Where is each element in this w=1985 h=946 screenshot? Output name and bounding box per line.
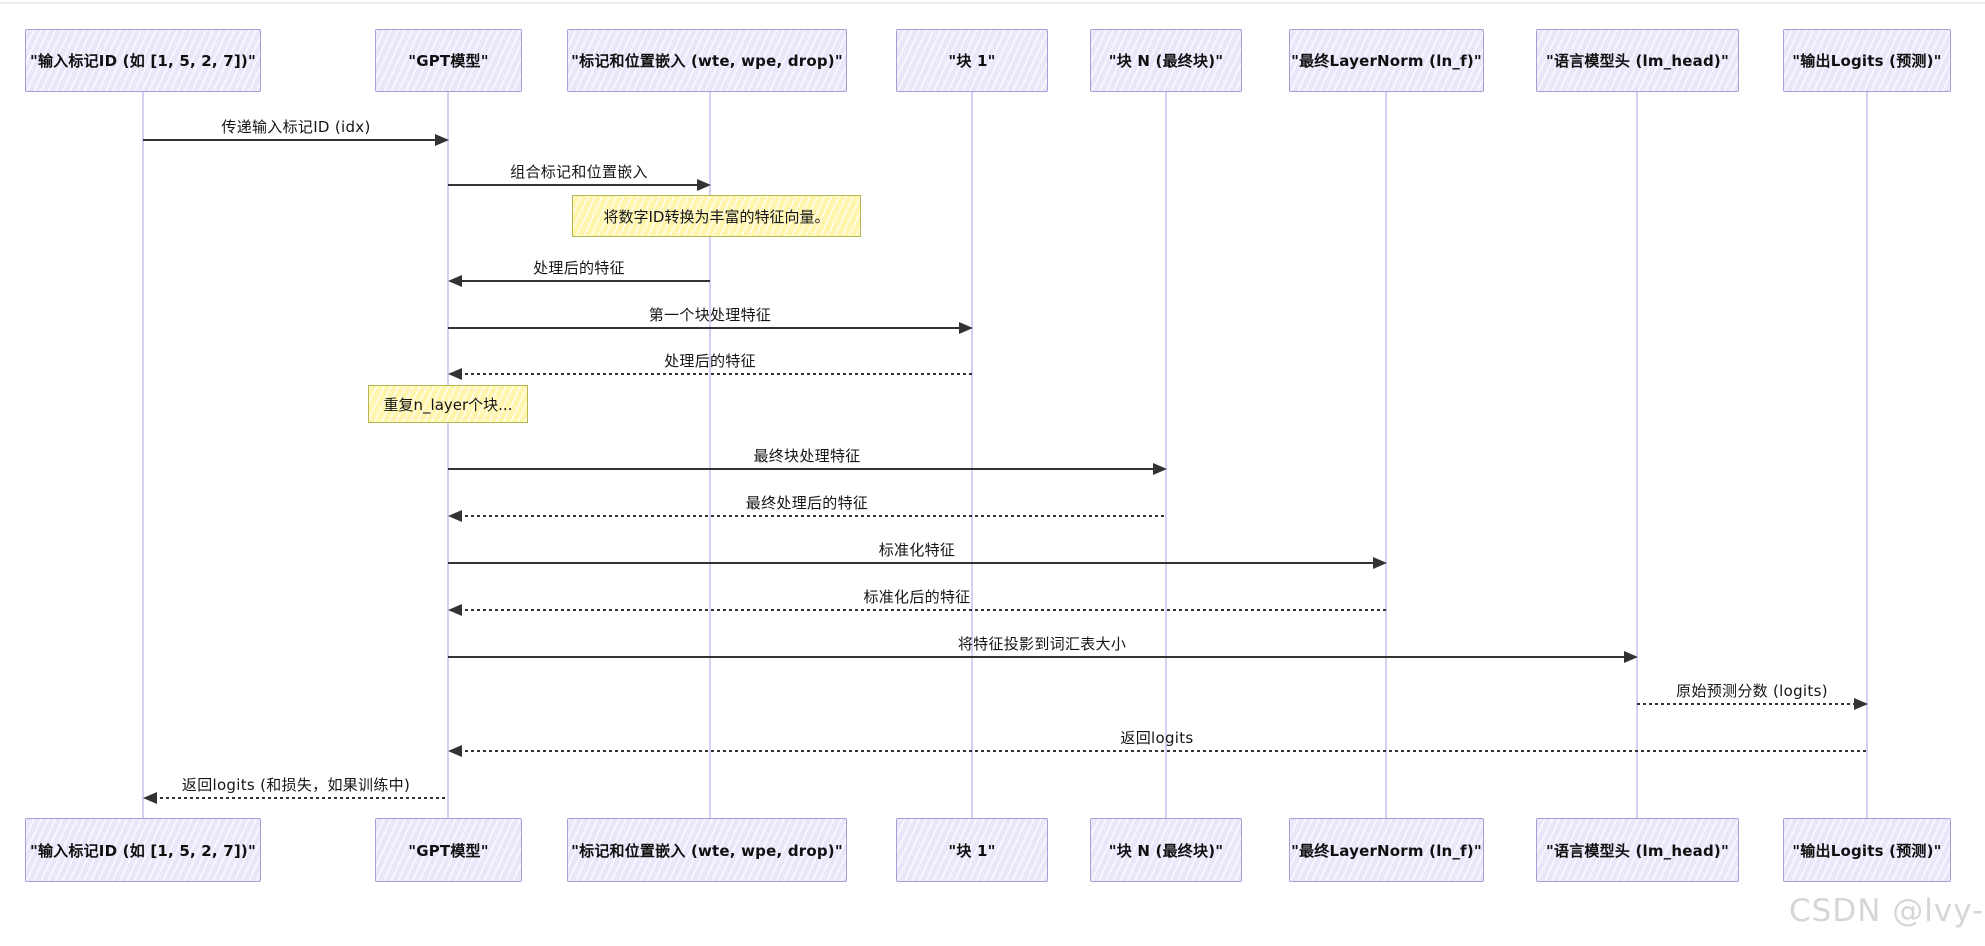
message-label: 标准化后的特征	[863, 588, 971, 606]
arrowhead-left-icon	[448, 604, 462, 616]
watermark: CSDN @lvy-	[1789, 893, 1985, 929]
top-divider	[0, 2, 1985, 4]
arrow-line-dashed	[459, 750, 1867, 752]
arrow-line	[448, 327, 961, 329]
message-label: 第一个块处理特征	[648, 306, 772, 324]
arrowhead-right-icon	[435, 134, 449, 146]
actor-bottom-block-n: "块 N (最终块)"	[1090, 818, 1242, 882]
arrowhead-left-icon	[448, 368, 462, 380]
arrow-line-dashed	[459, 373, 972, 375]
arrow-line-dashed	[459, 609, 1386, 611]
arrow-line-dashed	[1637, 703, 1856, 705]
actor-top-embeddings: "标记和位置嵌入 (wte, wpe, drop)"	[567, 29, 847, 92]
message-label: 传递输入标记ID (idx)	[221, 118, 371, 136]
message-label: 标准化特征	[878, 541, 956, 559]
actor-top-lm-head: "语言模型头 (lm_head)"	[1536, 29, 1739, 92]
arrowhead-left-icon	[143, 792, 157, 804]
lifeline-output-logits	[1866, 92, 1868, 818]
message-label: 原始预测分数 (logits)	[1676, 682, 1828, 700]
actor-top-block-n: "块 N (最终块)"	[1090, 29, 1242, 92]
arrowhead-left-icon	[448, 275, 462, 287]
message-label: 组合标记和位置嵌入	[510, 163, 648, 181]
arrowhead-right-icon	[1153, 463, 1167, 475]
arrowhead-left-icon	[448, 510, 462, 522]
arrow-line	[143, 139, 435, 141]
arrowhead-right-icon	[959, 322, 973, 334]
actor-bottom-lm-head: "语言模型头 (lm_head)"	[1536, 818, 1739, 882]
arrow-line-dashed	[154, 797, 448, 799]
actor-top-output-logits: "输出Logits (预测)"	[1783, 29, 1951, 92]
message-label: 最终处理后的特征	[745, 494, 869, 512]
message-label: 返回logits (和损失，如果训练中)	[181, 776, 411, 794]
actor-top-input-token-ids: "输入标记ID (如 [1, 5, 2, 7])"	[25, 29, 261, 92]
arrow-line	[448, 468, 1155, 470]
actor-top-gpt-model: "GPT模型"	[375, 29, 522, 92]
lifeline-block-1	[971, 92, 973, 818]
lifeline-lm-head	[1636, 92, 1638, 818]
lifeline-gpt-model	[447, 92, 449, 818]
arrowhead-left-icon	[448, 745, 462, 757]
arrow-line	[448, 656, 1626, 658]
arrowhead-right-icon	[1624, 651, 1638, 663]
message-label: 处理后的特征	[664, 352, 756, 370]
arrow-line-dashed	[459, 515, 1166, 517]
note-repeat-blocks: 重复n_layer个块...	[368, 385, 528, 423]
actor-bottom-final-layernorm: "最终LayerNorm (ln_f)"	[1289, 818, 1484, 882]
note-convert-ids: 将数字ID转换为丰富的特征向量。	[572, 195, 861, 237]
actor-bottom-block-1: "块 1"	[896, 818, 1048, 882]
lifeline-input-token-ids	[142, 92, 144, 818]
actor-bottom-output-logits: "输出Logits (预测)"	[1783, 818, 1951, 882]
arrowhead-right-icon	[697, 179, 711, 191]
arrowhead-right-icon	[1854, 698, 1868, 710]
actor-top-final-layernorm: "最终LayerNorm (ln_f)"	[1289, 29, 1484, 92]
message-label: 处理后的特征	[533, 259, 625, 277]
message-label: 返回logits	[1120, 729, 1194, 747]
lifeline-block-n	[1165, 92, 1167, 818]
actor-bottom-embeddings: "标记和位置嵌入 (wte, wpe, drop)"	[567, 818, 847, 882]
actor-bottom-gpt-model: "GPT模型"	[375, 818, 522, 882]
lifeline-final-layernorm	[1385, 92, 1387, 818]
actor-bottom-input-token-ids: "输入标记ID (如 [1, 5, 2, 7])"	[25, 818, 261, 882]
lifeline-embeddings	[709, 92, 711, 818]
arrow-line	[459, 280, 710, 282]
message-label: 将特征投影到词汇表大小	[957, 635, 1127, 653]
arrow-line	[448, 562, 1375, 564]
actor-top-block-1: "块 1"	[896, 29, 1048, 92]
arrowhead-right-icon	[1373, 557, 1387, 569]
message-label: 最终块处理特征	[753, 447, 861, 465]
arrow-line	[448, 184, 699, 186]
